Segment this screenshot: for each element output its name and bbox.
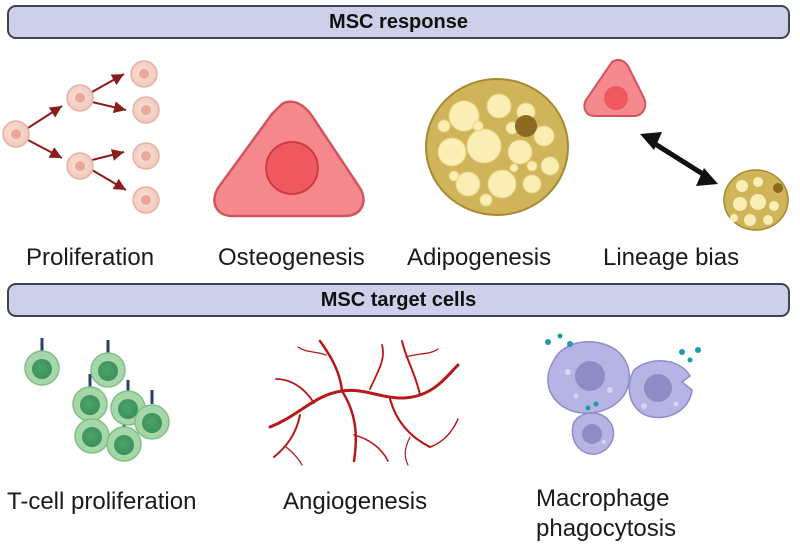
lineage-bias-icon [583, 58, 789, 231]
osteoblast-cell-icon [213, 100, 365, 218]
adipocyte-cell-icon [425, 78, 569, 216]
t-cell-proliferation-label: T-cell proliferation [7, 488, 197, 515]
msc-response-banner: MSC response [7, 5, 790, 39]
proliferation-label: Proliferation [26, 244, 155, 271]
msc-target-cells-title: MSC target cells [320, 288, 477, 311]
macrophage-phagocytosis-label: Macrophage phagocytosis [536, 485, 677, 542]
adipogenesis-label: Adipogenesis [407, 244, 552, 271]
macrophage-cluster-icon [545, 333, 701, 455]
msc-target-cells-banner: MSC target cells [7, 283, 790, 317]
proliferation-icon [2, 60, 160, 214]
lineage-bias-label: Lineage bias [603, 244, 740, 271]
blood-vessel-network-icon [268, 339, 460, 466]
osteogenesis-label: Osteogenesis [218, 244, 365, 271]
t-cell-cluster-icon [24, 338, 170, 462]
msc-response-title: MSC response [329, 10, 468, 33]
angiogenesis-label: Angiogenesis [283, 488, 428, 515]
